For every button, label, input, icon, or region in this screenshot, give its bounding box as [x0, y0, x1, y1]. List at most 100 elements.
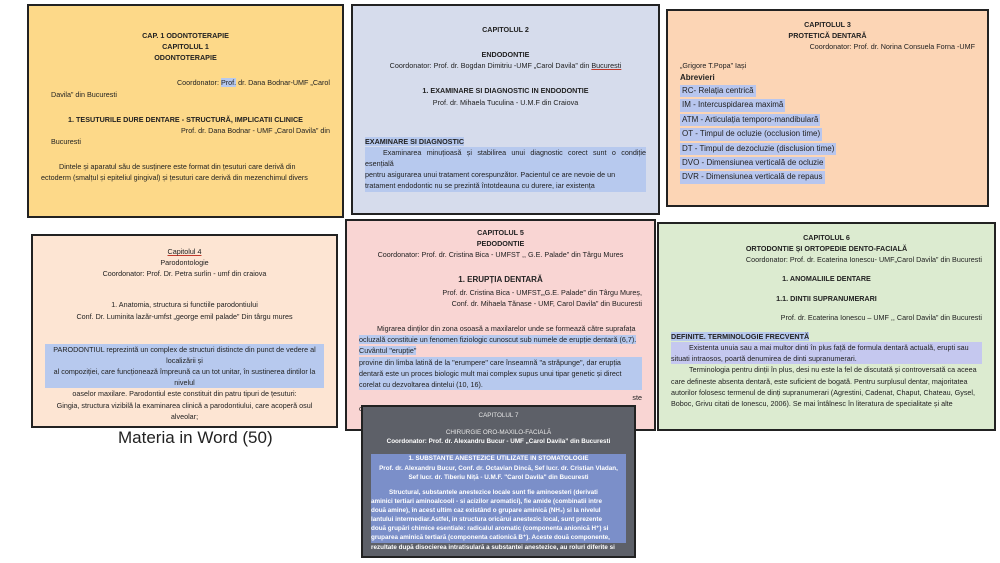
c1-author-l2: Bucuresti: [51, 137, 81, 147]
c1-line3: ODONTOTERAPIE: [154, 53, 217, 63]
c7-coordinator: Coordonator: Prof. dr. Alexandru Bucur -…: [386, 438, 611, 446]
c6-paragraph-2: situati intraosos, poartă denumirea de d…: [671, 354, 857, 364]
c4-paragraph-2: al compoziției, care funcționează împreu…: [53, 367, 316, 388]
c3-abbr-item: DT - Timpul de dezocluzie (disclusion ti…: [680, 142, 837, 155]
c7-highlight-block: 1. SUBSTANTE ANESTEZICE UTILIZATE IN STO…: [371, 454, 626, 543]
c6-section-title: 1. ANOMALIILE DENTARE: [782, 274, 871, 284]
c7-section-title: 1. SUBSTANTE ANESTEZICE UTILIZATE IN STO…: [408, 455, 589, 463]
c3-abbr-item: DVO - Dimensiunea verticală de ocluzie: [680, 156, 826, 170]
c7-author-1: Prof. dr. Alexandru Bucur, Conf. dr. Oct…: [379, 464, 618, 472]
c5-tail: ste: [632, 393, 642, 403]
c5-author-2: Conf. dr. Mihaela Tănase - UMF, Carol Da…: [451, 299, 642, 309]
c5-line1: CAPITOLUL 5: [477, 228, 524, 237]
c5-section-title: 1. ERUPȚIA DENTARĂ: [458, 275, 543, 285]
c1-coord-pre: Coordonator:: [176, 78, 219, 88]
c2-heading-text: EXAMINARE SI DIAGNOSTIC: [365, 136, 465, 146]
c1-coordinator-l2: Davila” din Bucuresti: [51, 89, 117, 99]
c6-paragraph-3: Terminologia pentru dinții în plus, desi…: [689, 365, 977, 375]
c1-line1: CAP. 1 ODONTOTERAPIE: [142, 31, 229, 40]
c6-line2: ORTODONTIE ȘI ORTOPEDIE DENTO-FACIALĂ: [745, 244, 908, 254]
c2-highlight-block: Examinarea minuțioasă și stabilirea unui…: [365, 146, 646, 192]
c4-highlight-block: PARODONTIUL reprezintă un complex de str…: [45, 343, 324, 389]
c1-paragraph-2: ectoderm (smalțul și epiteliul gingival)…: [41, 173, 308, 183]
c5-paragraph-1: Migrarea dinților din zona osoasă a maxi…: [377, 324, 636, 334]
chapter-7-card: CAPITOLUL 7 CHIRURGIE ORO-MAXILO-FACIALĂ…: [361, 405, 636, 558]
c1-coord-post: dr. Dana Bodnar-UMF „Carol: [238, 78, 330, 88]
c2-paragraph-3: tratament endodontic nu se prezintă înto…: [365, 181, 595, 191]
chapter-3-card: CAPITOLUL 3 PROTETICĂ DENTARĂ Coordonato…: [666, 9, 989, 207]
c3-coordinator-l2: „Grigore T.Popa” Iași: [680, 61, 747, 71]
c2-paragraph-2: pentru asigurarea unui tratament corespu…: [365, 170, 616, 180]
c5-paragraph-3-text: Cuvântul "erupție": [359, 346, 417, 356]
c6-paragraph-5: autorilor folosesc termenul de dinți sup…: [671, 387, 976, 397]
c4-coordinator: Coordonator: Prof. Dr. Petra surlin - um…: [102, 269, 267, 279]
c7-paragraph-3: două amine), în acest ultim caz existând…: [371, 507, 601, 514]
c1-line2: CAPITOLUL 1: [162, 42, 209, 52]
c1-coordinator: Coordonator: Prof. dr. Dana Bodnar-UMF „…: [41, 77, 330, 88]
c3-abbr-title: Abrevieri: [680, 72, 715, 82]
c5-line2: PEDODONTIE: [476, 239, 525, 249]
c7-paragraph-4: lantului intermediar.Astfel, in structur…: [371, 516, 602, 524]
c6-paragraph-1: Existenta unuia sau a mai multor dinti î…: [689, 343, 969, 353]
c4-line1: Capitolul 4: [167, 247, 202, 256]
c6-coordinator: Coordonator: Prof. dr. Ecaterina Ionescu…: [745, 255, 982, 265]
c4-section-title: 1. Anatomia, structura si functiile paro…: [111, 300, 258, 310]
c2-line2: ENDODONTIE: [481, 50, 530, 60]
chapter-4-card: Capitolul 4 Parodontologie Coordonator: …: [31, 234, 338, 428]
chapter-5-card: CAPITOLUL 5 PEDODONTIE Coordonator: Prof…: [345, 219, 656, 431]
c2-heading: EXAMINARE SI DIAGNOSTIC: [365, 136, 646, 147]
c7-paragraph-6: gruparea aminică tertiară (componenta ca…: [371, 534, 610, 542]
c7-line2: CHIRURGIE ORO-MAXILO-FACIALĂ: [445, 429, 552, 437]
c4-paragraph-3: oaselor maxilare. Parodontiul este const…: [72, 389, 297, 399]
c4-author: Conf. Dr. Luminita lazăr-umfst „george e…: [76, 311, 293, 321]
c1-author: Prof. dr. Dana Bodnar - UMF „Carol Davil…: [181, 125, 330, 135]
c3-abbr-list: RC- Relația centrică IM - Intercuspidare…: [680, 84, 975, 185]
c5-paragraph-4: provine din limba latină de la "erumpere…: [359, 357, 621, 367]
c4-paragraph-1: PARODONTIUL reprezintă un complex de str…: [53, 344, 316, 365]
c5-paragraph-3: Cuvântul "erupție": [359, 345, 642, 356]
c6-highlight-block: Existenta unuia sau a mai multor dinti î…: [671, 342, 982, 365]
c5-paragraph-6: corelat cu dezvoltarea dintelui (10, 16)…: [359, 379, 483, 389]
c3-abbr-item: OT - Timpul de ocluzie (occlusion time): [680, 128, 823, 141]
c1-paragraph-1: Dintele și aparatul său de susținere est…: [59, 162, 296, 172]
c7-author-2: Sef lucr. dr. Tiberiu Niță - U.M.F. "Car…: [408, 473, 589, 481]
c7-paragraph-1: Structural, substantele anestezice local…: [389, 488, 598, 496]
c6-subsection-title: 1.1. DINTII SUPRANUMERARI: [776, 293, 877, 303]
c5-highlight-block: provine din limba latină de la "erumpere…: [359, 356, 642, 391]
c2-paragraph-1: Examinarea minuțioasă și stabilirea unui…: [365, 147, 646, 169]
c7-paragraph-2: aminici tertiari aminoalcooli - si acizi…: [371, 497, 602, 505]
c3-abbr-item: RC- Relația centrică: [680, 85, 756, 98]
c4-line2: Parodontologie: [160, 258, 209, 268]
c6-paragraph-4: care defineste absenta dentară, este suf…: [671, 376, 968, 386]
c3-abbr-item: IM - Intercuspidarea maximă: [680, 99, 786, 112]
c2-line1: CAPITOLUL 2: [482, 25, 529, 34]
c6-heading: DEFINITE. TERMINOLOGIE FRECVENTĂ: [671, 331, 982, 342]
c3-abbr-item: ATM - Articulația temporo-mandibulară: [680, 113, 821, 127]
caption: Materia in Word (50): [118, 428, 273, 447]
c5-paragraph-5: dentară este un proces biologic mult mai…: [359, 368, 622, 378]
c6-paragraph-6: Boboc, Grivu citati de Ionescu, 2006). S…: [671, 398, 953, 408]
c3-line2: PROTETICĂ DENTARĂ: [788, 31, 867, 41]
c2-coordinator: Coordonator: Prof. dr. Bogdan Dimitriu -…: [365, 60, 646, 71]
c4-paragraph-4: Gingia, structura vizibilă la examinarea…: [56, 400, 313, 421]
c5-paragraph-2-text: ocluzală constituie un fenomen fiziologi…: [359, 335, 637, 345]
c5-coordinator: Coordonator: Prof. dr. Cristina Bica - U…: [377, 250, 624, 260]
c2-coord-text: Coordonator: Prof. dr. Bogdan Dimitriu -…: [389, 61, 590, 71]
c6-heading-text: DEFINITE. TERMINOLOGIE FRECVENTĂ: [671, 331, 810, 341]
c3-line1: CAPITOLUL 3: [804, 20, 851, 29]
c7-paragraph-5: două grupări chimice esentiale: radicalu…: [371, 525, 609, 533]
c3-abbr-item: DVR - Dimensiunea verticală de repaus: [680, 171, 825, 184]
c2-section-title: 1. EXAMINARE SI DIAGNOSTIC IN ENDODONTIE: [422, 86, 589, 96]
c1-coord-hl: Prof.: [220, 78, 237, 88]
c2-coord-city: Bucuresti: [591, 61, 622, 71]
c3-coordinator: Coordonator: Prof. dr. Norina Consuela F…: [809, 42, 975, 52]
c6-author: Prof. dr. Ecaterina Ionescu – UMF ,, Car…: [780, 312, 982, 322]
c7-paragraph-7: rezultate după disocierea intratisulară …: [371, 543, 615, 551]
c7-line1: CAPITOLUL 7: [478, 412, 519, 419]
chapter-2-card: CAPITOLUL 2 ENDODONTIE Coordonator: Prof…: [351, 4, 660, 215]
c5-paragraph-2: ocluzală constituie un fenomen fiziologi…: [359, 334, 642, 345]
chapter-1-card: CAP. 1 ODONTOTERAPIE CAPITOLUL 1 ODONTOT…: [27, 4, 344, 218]
c1-section-title: 1. TESUTURILE DURE DENTARE - STRUCTURĂ, …: [68, 114, 303, 124]
c6-line1: CAPITOLUL 6: [803, 233, 850, 242]
c2-author: Prof. dr. Mihaela Tuculina - U.M.F din C…: [432, 97, 579, 107]
